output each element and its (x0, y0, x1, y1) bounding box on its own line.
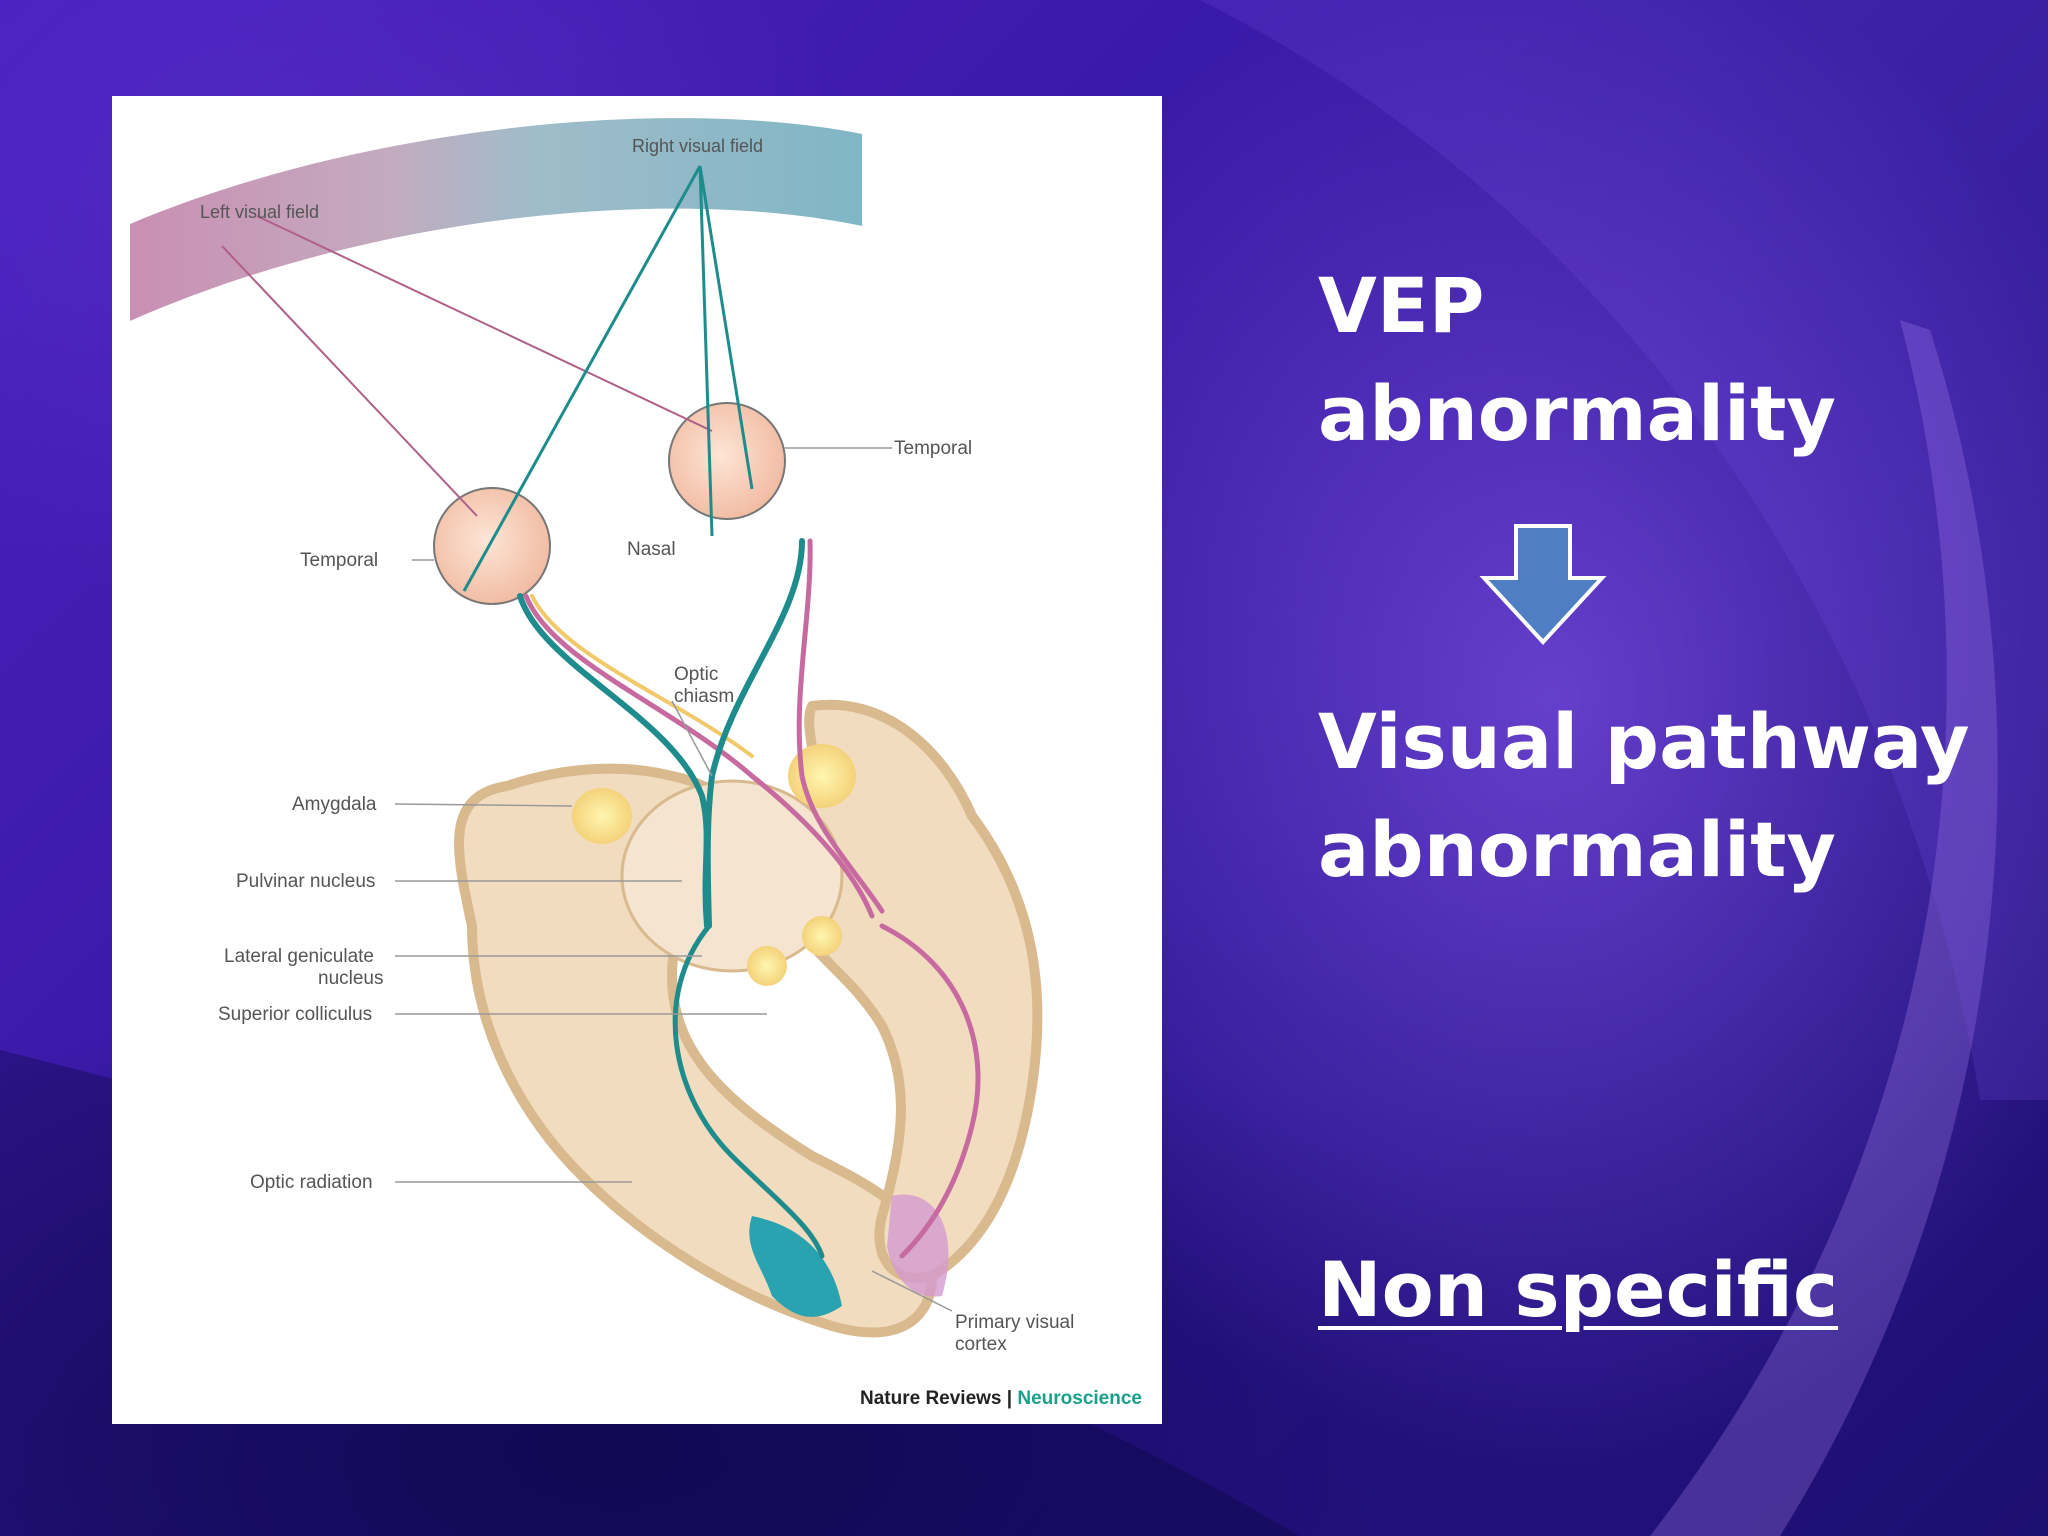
credit-field: Neuroscience (1017, 1388, 1142, 1409)
label-primary-visual-1: Primary visual (955, 1312, 1074, 1333)
midbrain (620, 779, 844, 973)
label-lgn-2: nucleus (318, 968, 384, 989)
label-optic-chiasm-1: Optic (674, 664, 718, 685)
amygdala-left (572, 788, 632, 844)
visual-field-arc (130, 118, 862, 321)
label-optic-radiation: Optic radiation (250, 1172, 373, 1193)
figure-credit: Nature Reviews | Neuroscience (860, 1388, 1142, 1410)
heading-vep-abnormality: VEP abnormality (1318, 252, 1836, 468)
label-left-visual-field: Left visual field (200, 202, 319, 222)
heading-pathway-line2: abnormality (1318, 805, 1836, 894)
label-optic-chiasm-2: chiasm (674, 686, 734, 707)
down-arrow-icon (1479, 524, 1607, 645)
superior-colliculus (747, 946, 787, 986)
label-right-visual-field: Right visual field (632, 136, 763, 156)
label-temporal-left: Temporal (300, 550, 378, 571)
heading-visual-pathway-abnormality: Visual pathway abnormality (1318, 688, 1970, 904)
label-lgn-1: Lateral geniculate (224, 946, 374, 967)
heading-pathway-line1: Visual pathway (1318, 697, 1970, 786)
label-temporal-right: Temporal (894, 438, 972, 459)
visual-pathway-diagram: Left visual field Right visual field Tem… (112, 96, 1162, 1424)
label-pulvinar: Pulvinar nucleus (236, 871, 375, 892)
heading-vep-line1: VEP (1318, 261, 1485, 350)
label-nasal: Nasal (627, 539, 676, 560)
visual-cortex-right-pathway (749, 1216, 842, 1317)
credit-journal: Nature Reviews (859, 1388, 1002, 1409)
lgn-right (802, 916, 842, 956)
left-eye (433, 487, 551, 605)
label-amygdala: Amygdala (292, 794, 377, 815)
label-superior-colliculus: Superior colliculus (218, 1004, 372, 1025)
heading-vep-line2: abnormality (1318, 369, 1836, 458)
footer-non-specific: Non specific (1318, 1245, 1839, 1334)
label-primary-visual-2: cortex (955, 1334, 1007, 1355)
credit-separator: | (1001, 1388, 1018, 1409)
right-eye (668, 402, 786, 520)
